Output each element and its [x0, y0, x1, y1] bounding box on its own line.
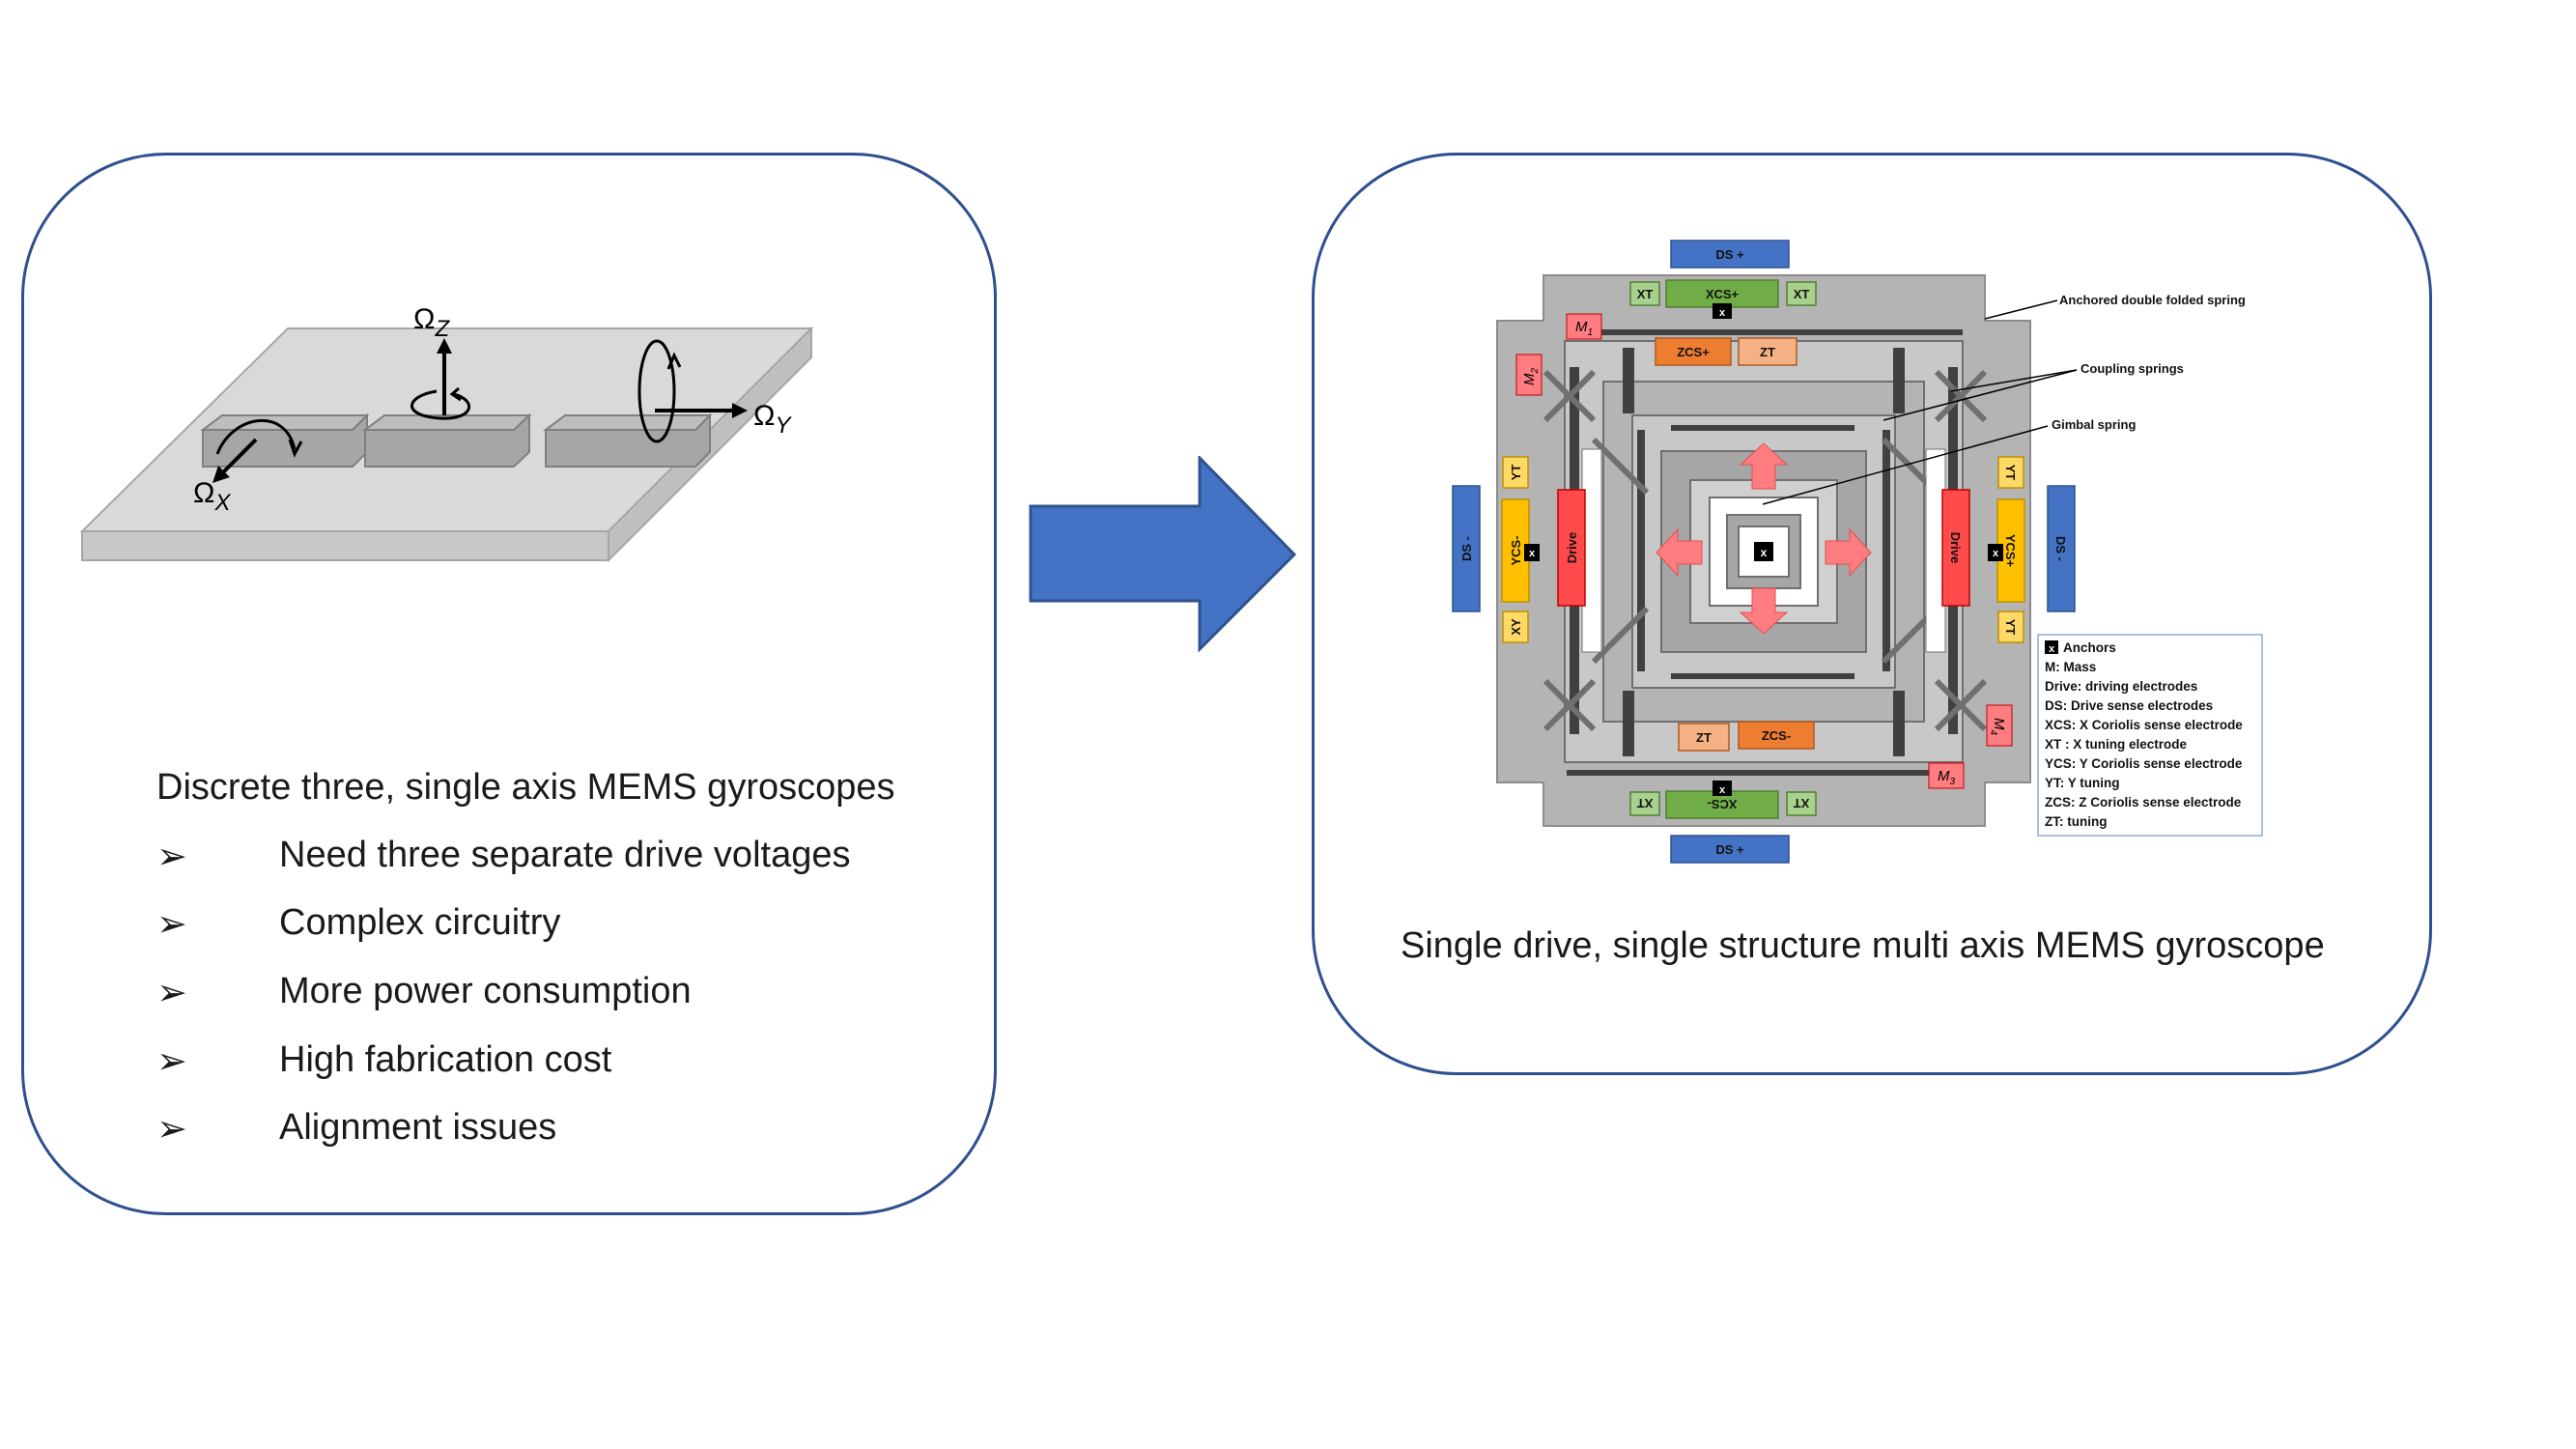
- xcs-bottom-label: XCS-: [1707, 797, 1737, 811]
- svg-text:x: x: [1993, 548, 1999, 559]
- bullet-arrow-icon: ➢: [156, 904, 187, 945]
- legend-item: XT : X tuning electrode: [2045, 737, 2188, 752]
- xt-label: XT: [1794, 287, 1810, 301]
- legend-item: XCS: X Coriolis sense electrode: [2045, 718, 2243, 732]
- legend-item: Anchors: [2063, 640, 2116, 655]
- svg-text:x: x: [1719, 307, 1726, 319]
- legend-item: YT: Y tuning: [2045, 776, 2120, 790]
- coupling-springs-annotation: Coupling springs: [2081, 361, 2184, 376]
- mass-label: M1: [1575, 319, 1593, 338]
- xt-label: XT: [1794, 796, 1810, 810]
- bullet-arrow-icon: ➢: [156, 837, 187, 877]
- bullet-arrow-icon: ➢: [156, 1041, 187, 1082]
- legend-item: DS: Drive sense electrodes: [2045, 698, 2213, 713]
- xy-label: XY: [1509, 618, 1523, 636]
- xcs-top-label: XCS+: [1706, 287, 1740, 301]
- legend-item: ZCS: Z Coriolis sense electrode: [2045, 795, 2242, 810]
- bullet-text: High fabrication cost: [279, 1039, 612, 1080]
- bullet-text: Alignment issues: [279, 1107, 557, 1148]
- bullet-text: Complex circuitry: [279, 902, 561, 943]
- svg-text:x: x: [2049, 643, 2055, 655]
- discrete-gyros-heading: Discrete three, single axis MEMS gyrosco…: [156, 767, 895, 808]
- zcs-top-label: ZCS+: [1677, 345, 1710, 359]
- svg-text:x: x: [1529, 548, 1536, 559]
- three-gyros-illustration: ΩX ΩZ ΩY: [79, 303, 814, 563]
- anchored-spring-annotation: Anchored double folded spring: [2059, 293, 2246, 307]
- ds-bottom-label: DS +: [1715, 842, 1744, 857]
- svg-text:x: x: [1719, 784, 1726, 796]
- gimbal-spring-annotation: Gimbal spring: [2052, 417, 2136, 432]
- transition-arrow-icon: [1029, 456, 1297, 653]
- mass-label: M4: [1988, 718, 2007, 736]
- bullet-text: Need three separate drive voltages: [279, 835, 851, 875]
- ds-right-label: DS -: [2053, 536, 2068, 561]
- xt-label: XT: [1637, 287, 1654, 301]
- legend-item: YCS: Y Coriolis sense electrode: [2045, 756, 2243, 771]
- legend-item: ZT: tuning: [2045, 814, 2107, 829]
- bullet-arrow-icon: ➢: [156, 973, 187, 1013]
- drive-left-label: Drive: [1565, 532, 1579, 564]
- mass-label: M2: [1521, 368, 1541, 386]
- legend-box: [2037, 634, 2263, 837]
- zt-label: ZT: [1696, 730, 1712, 745]
- yt-label: YT: [1509, 465, 1523, 481]
- ds-top-label: DS +: [1715, 247, 1744, 262]
- omega-x-label: ΩX: [193, 477, 231, 516]
- omega-z-label: ΩZ: [413, 303, 450, 342]
- gyroscope-layout-diagram: x DS + DS + DS - DS - XCS+ XCS- x x: [1452, 240, 2263, 864]
- legend-item: M: Mass: [2045, 660, 2096, 674]
- bullet-text: More power consumption: [279, 971, 692, 1011]
- xt-label: XT: [1637, 796, 1654, 810]
- ycs-left-label: YCS-: [1509, 535, 1523, 565]
- zt-label: ZT: [1760, 345, 1775, 359]
- drive-right-label: Drive: [1948, 532, 1963, 564]
- zcs-bottom-label: ZCS-: [1762, 728, 1791, 743]
- ds-left-label: DS -: [1459, 536, 1474, 561]
- legend-item: Drive: driving electrodes: [2045, 679, 2197, 694]
- yt-label: YT: [2003, 465, 2018, 481]
- svg-text:x: x: [1761, 546, 1768, 559]
- yt-label: YT: [2003, 619, 2018, 636]
- ycs-right-label: YCS+: [2003, 534, 2018, 568]
- omega-y-label: ΩY: [753, 400, 792, 439]
- bullet-arrow-icon: ➢: [156, 1109, 187, 1150]
- single-structure-caption: Single drive, single structure multi axi…: [1401, 925, 2325, 966]
- mass-label: M3: [1938, 768, 1956, 787]
